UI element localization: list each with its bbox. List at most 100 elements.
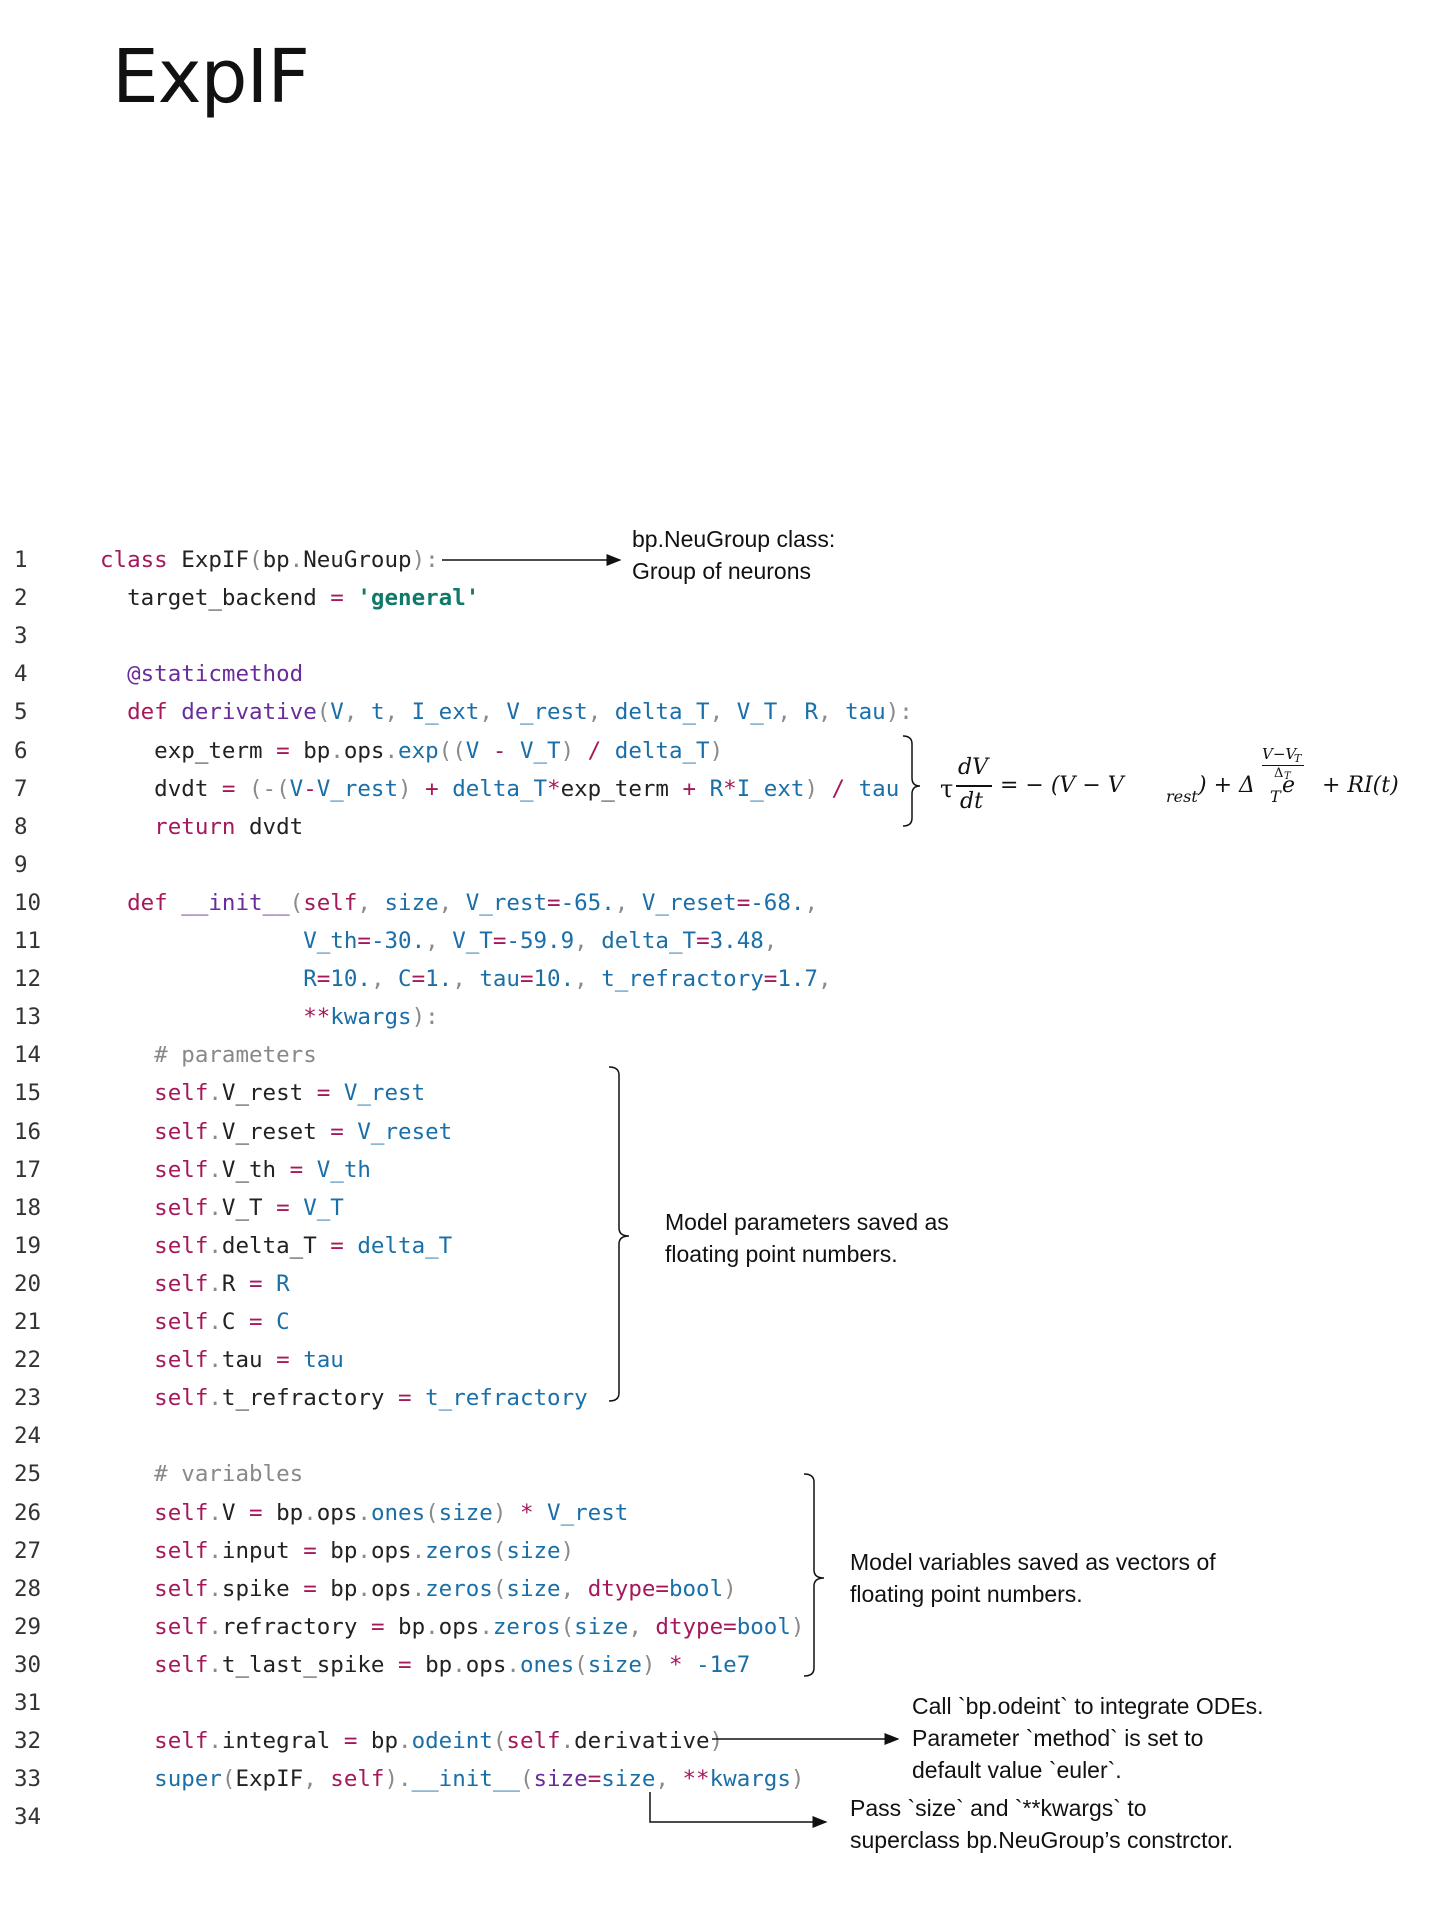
code-token: , [628, 1613, 656, 1640]
eq-delta-sub: T [1270, 787, 1281, 806]
code-token: V_rest [506, 699, 588, 726]
code-token: tau [289, 1347, 344, 1374]
code-token: = [303, 1575, 317, 1602]
code-token: ) [560, 737, 575, 764]
code-token: R [804, 699, 818, 726]
code-token: size [533, 1766, 588, 1793]
line-number: 10 [14, 889, 42, 916]
code-token: self [100, 1118, 209, 1145]
code-token: # parameters [100, 1042, 317, 1069]
slide-title: ExpIF [112, 34, 310, 120]
line-number: 18 [14, 1194, 42, 1221]
code-token: self [100, 1499, 209, 1526]
line-number: 29 [14, 1613, 42, 1640]
code-token: . [425, 1613, 439, 1640]
code-text: self.t_last_spike = bp.ops.ones(size) * … [100, 1646, 750, 1684]
line-number: 33 [14, 1766, 42, 1793]
code-token: , [804, 889, 818, 916]
code-token: zeros [425, 1575, 493, 1602]
code-token: tau [845, 699, 886, 726]
code-token: self [506, 1728, 561, 1755]
code-token: = [330, 1118, 344, 1145]
code-token: = [249, 1270, 263, 1297]
code-token: (( [438, 737, 466, 764]
eq-tau: τ [940, 775, 954, 803]
code-token: = [655, 1575, 669, 1602]
eq-plus-delta: ) + Δ [1198, 773, 1255, 798]
code-token: . [208, 1385, 222, 1412]
code-token: , [357, 889, 385, 916]
code-token: . [208, 1347, 222, 1374]
code-token: 3.48 [709, 928, 764, 954]
code-text: super(ExpIF, self).__init__(size=size, *… [100, 1760, 804, 1798]
code-text: target_backend = 'general' [100, 579, 479, 617]
code-token: - [303, 775, 317, 802]
code-token: * [655, 1651, 697, 1678]
eq-exp-den-sub: T [1284, 771, 1291, 782]
code-token: kwargs [330, 1004, 412, 1031]
code-token: V_T [452, 928, 493, 954]
line-number: 12 [14, 966, 42, 993]
code-token: = [398, 1385, 412, 1412]
code-token: , [709, 699, 737, 726]
code-token: , [777, 699, 805, 726]
code-token: . [479, 1613, 493, 1640]
eq-exp-num-sub: T [1294, 752, 1302, 765]
code-token: = [316, 1080, 331, 1107]
code-token: C [262, 1309, 290, 1335]
code-token: -59.9 [506, 928, 575, 954]
code-token: , [655, 1766, 683, 1793]
code-token: V_T [736, 699, 778, 726]
code-token: 'general' [357, 585, 480, 612]
code-token: = [289, 1156, 304, 1183]
code-token: self [100, 1385, 209, 1412]
code-token: bp [262, 1499, 304, 1526]
derivative-bracket [902, 735, 921, 827]
code-token: C [221, 1309, 250, 1335]
code-token: def [100, 889, 182, 916]
code-token: * [723, 775, 737, 802]
code-token: = [736, 889, 751, 916]
code-token: bp [411, 1651, 453, 1678]
code-token: bp [289, 737, 331, 764]
code-token: self [100, 1156, 209, 1183]
code-token: 1.7 [777, 966, 818, 993]
line-number: 17 [14, 1156, 42, 1183]
code-token: , [614, 889, 642, 916]
code-token: . [398, 1728, 412, 1755]
superclass-annotation: Pass `size` and `**kwargs` to superclass… [850, 1795, 1234, 1853]
code-token: V [465, 737, 480, 764]
code-token: , [817, 699, 846, 726]
code-token: ops [370, 1575, 412, 1602]
code-text: self.refractory = bp.ops.zeros(size, dty… [100, 1608, 804, 1646]
line-number: 22 [14, 1347, 42, 1374]
line-number: 4 [14, 661, 28, 688]
code-token: . [411, 1575, 426, 1602]
code-token: = [492, 928, 507, 954]
code-token: I_ext [736, 775, 805, 802]
code-token: tau [858, 775, 900, 802]
code-token: . [208, 1499, 222, 1526]
code-token: . [357, 1499, 371, 1526]
code-token: , [574, 966, 602, 993]
code-token: / [574, 737, 615, 764]
line-number: 23 [14, 1385, 42, 1412]
code-token: = [276, 1347, 290, 1374]
code-token: , [817, 966, 832, 993]
code-token: V [221, 1499, 250, 1526]
code-token: dtype [655, 1613, 724, 1640]
code-token: exp [398, 737, 439, 764]
code-token: bp [384, 1613, 426, 1640]
code-token: self [100, 1232, 209, 1259]
line-number: 34 [14, 1804, 42, 1831]
code-token: @staticmethod [100, 661, 304, 688]
eq-tail: + RI(t) [1322, 773, 1399, 798]
code-token: 1. [425, 966, 453, 993]
line-number: 27 [14, 1537, 42, 1564]
code-token: exp_term [560, 775, 669, 802]
code-token: = [330, 1232, 344, 1259]
code-token: C [398, 966, 412, 993]
code-text: exp_term = bp.ops.exp((V - V_T) / delta_… [100, 732, 723, 770]
code-text: # parameters [100, 1036, 317, 1074]
code-token: delta_T [601, 928, 697, 954]
